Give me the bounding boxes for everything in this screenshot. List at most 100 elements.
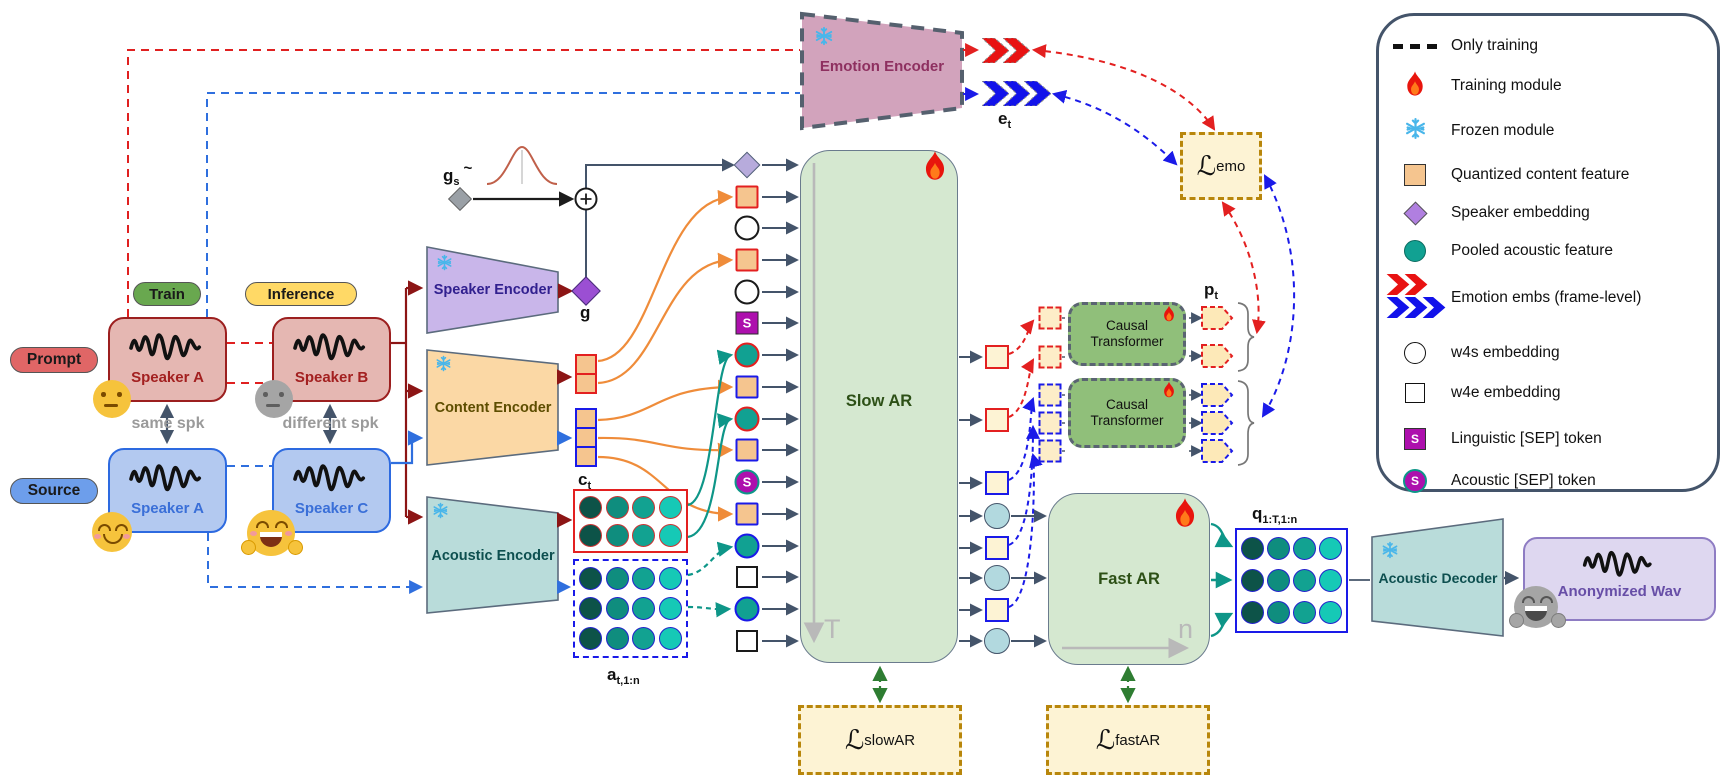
legend-icon-cell [1379, 383, 1451, 403]
acoustic-feature-cell [659, 495, 683, 519]
content-tokens-prompt [575, 354, 597, 394]
plus-node [574, 187, 598, 211]
different-spk-label: different spk [282, 415, 379, 432]
loss-emo-symbol: ℒ [1196, 150, 1217, 182]
prompt-pill-label: Prompt [26, 351, 82, 368]
acoustic-feature-cell [605, 627, 629, 651]
w4s-icon [1404, 342, 1426, 364]
causal-transformer-2-label: Causal Transformer [1090, 396, 1164, 428]
acoustic-feature-cell [605, 495, 629, 519]
slow-ar-input-token-w4e [736, 630, 758, 652]
legend-item-fire: Training module [1379, 69, 1717, 103]
snow-icon [1404, 117, 1427, 145]
ct2-output-pent-blue [1201, 439, 1234, 463]
loss-slowar-symbol: ℒ [844, 724, 865, 756]
loss-emo-sub: emo [1216, 157, 1246, 175]
slow-ar-input-token-w4e [736, 566, 758, 588]
slow-ar-input-token-pool-blue [734, 596, 760, 622]
slow-ar-input-token-diamond [733, 151, 761, 179]
ct2-input-token-dsq-blue [1038, 439, 1062, 463]
fast-ar-n-label: n [1178, 614, 1194, 644]
g-diamond [571, 276, 601, 306]
speaker-c-source-box: Speaker C [272, 448, 391, 533]
acoustic-feature-cell [1266, 601, 1290, 625]
speaker-a-source-box: Speaker A [108, 448, 227, 533]
waveform-icon [292, 333, 365, 361]
legend-item-label: Training module [1451, 77, 1562, 94]
snowflake-icon [815, 26, 833, 46]
slow-ar-output-token-out-circ [984, 565, 1010, 591]
slow-ar-output-token-out-sq-red [985, 345, 1009, 369]
acoustic-feature-cell [578, 596, 602, 620]
fire-icon [1404, 70, 1426, 102]
dash-icon [1393, 43, 1437, 49]
legend-item-w4s: w4s embedding [1379, 336, 1717, 370]
waveform-icon [128, 333, 201, 361]
waveform-icon [128, 464, 201, 492]
acoustic-feature-cell [1240, 601, 1264, 625]
speaker-b-prompt-label: Speaker B [294, 369, 369, 386]
legend-icon-cell [1379, 43, 1451, 49]
emotion-embs-red [982, 38, 1030, 63]
legend-icon-cell [1379, 164, 1451, 186]
slow-ar-output-token-out-sq-red [985, 408, 1009, 432]
diamond-icon [1402, 200, 1428, 226]
legend-icon-cell: S [1379, 428, 1451, 450]
acoustic-feature-cell [1319, 536, 1343, 560]
legend-item-label: Quantized content feature [1451, 166, 1630, 183]
chevrons-icon [1384, 273, 1446, 324]
anonymized-wav-label: Anonymized Wav [1557, 583, 1682, 600]
slow-ar-input-token-pool-red [734, 342, 760, 368]
snowflake-icon [437, 254, 452, 271]
ct2-output-pent-blue [1201, 383, 1234, 407]
slow-ar-output-token-out-sq-blue [985, 536, 1009, 560]
legend-icon-cell [1379, 70, 1451, 102]
slow-ar-input-token-pool-blue [734, 533, 760, 559]
slow-ar-input-token-w4s [734, 215, 760, 241]
sep-sq-icon: S [1404, 428, 1426, 450]
snowflake-icon [433, 502, 448, 519]
legend-item-label: Linguistic [SEP] token [1451, 430, 1602, 447]
smiling-face-emoji [92, 512, 132, 552]
legend-icon-cell [1379, 342, 1451, 364]
legend-item-label: Speaker embedding [1451, 204, 1590, 221]
snowflake-icon [436, 355, 451, 372]
inference-pill-label: Inference [267, 285, 335, 303]
slow-ar-input-token-sep-sq: S [735, 311, 759, 335]
gs-diamond [447, 186, 473, 212]
pool-icon [1404, 240, 1426, 262]
legend-item-snow: Frozen module [1379, 114, 1717, 148]
legend-item-label: Frozen module [1451, 122, 1555, 139]
qsq-icon [1404, 164, 1426, 186]
acoustic-feature-cell [1293, 536, 1317, 560]
slow-ar-input-token-pool-red [734, 406, 760, 432]
waveform-icon [292, 464, 365, 492]
legend-item-label: w4e embedding [1451, 384, 1561, 401]
acoustic-feature-cell [1240, 568, 1264, 592]
ct2-output-pent-blue [1201, 411, 1234, 435]
train-pill-label: Train [149, 285, 185, 303]
acoustic-decoder-label: Acoustic Decoder [1378, 570, 1498, 586]
slow-ar-input-token-qsq-blue [735, 502, 759, 526]
source-pill: Source [10, 478, 98, 504]
emotion-encoder-label: Emotion Encoder [819, 58, 945, 75]
speaker-encoder-label: Speaker Encoder [433, 282, 553, 298]
content-tokens-source [575, 408, 597, 467]
a-feature-label: at,1:n [607, 665, 640, 687]
ct1-input-token-dsq-red [1038, 345, 1062, 369]
legend-icon-cell: S [1379, 469, 1451, 493]
acoustic-feature-cell [1293, 601, 1317, 625]
acoustic-feature-cell [632, 627, 656, 651]
acoustic-feature-cell [1319, 568, 1343, 592]
slow-ar-T-label: T [824, 614, 841, 644]
legend-item-w4e: w4e embedding [1379, 376, 1717, 410]
slow-ar-input-token-qsq-red [735, 248, 759, 272]
gs-label: gs~ [443, 160, 473, 188]
gaussian-curve [486, 145, 558, 185]
speaker-b-prompt-box: Speaker B [272, 317, 391, 402]
